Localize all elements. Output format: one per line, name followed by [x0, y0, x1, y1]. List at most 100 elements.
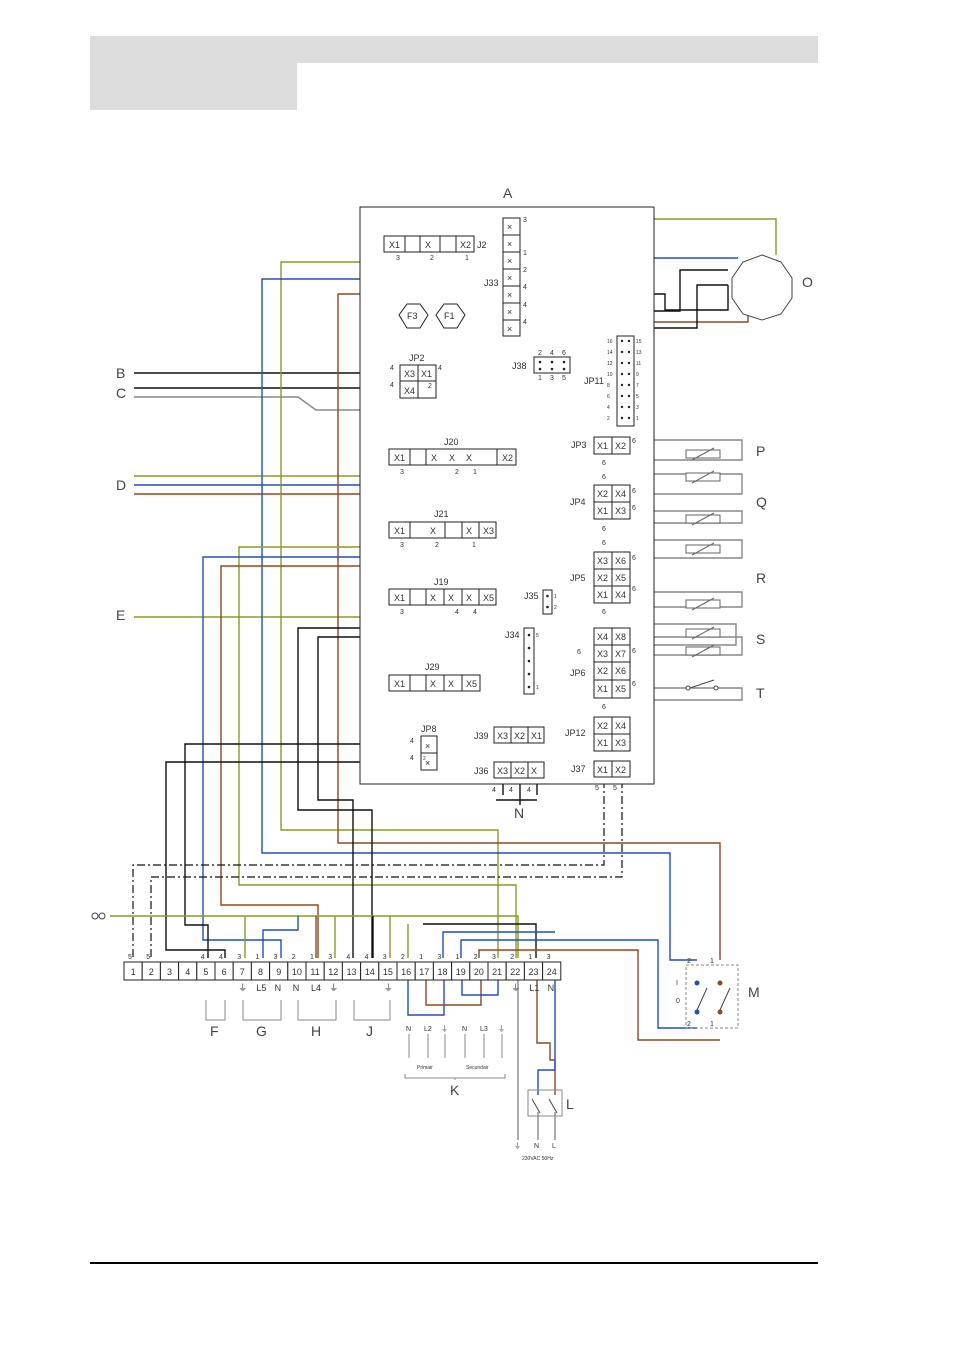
- svg-text:X1: X1: [421, 369, 432, 379]
- svg-text:6: 6: [577, 649, 581, 656]
- jp11-pin-left: 12: [607, 361, 613, 367]
- svg-text:J29: J29: [425, 662, 440, 672]
- svg-text:4: 4: [473, 609, 477, 616]
- svg-text:X: X: [430, 593, 436, 603]
- svg-text:1: 1: [710, 958, 714, 965]
- terminal-marker: 3: [274, 954, 278, 961]
- svg-text:X2: X2: [460, 240, 471, 250]
- connector-j2: X1 X X2 J2 3 2 1: [383, 235, 487, 262]
- svg-text:6: 6: [632, 505, 636, 512]
- svg-text:2: 2: [423, 756, 426, 762]
- j33-pin: ×: [507, 273, 512, 283]
- label-t: T: [756, 685, 765, 701]
- label-e: E: [116, 607, 125, 623]
- side-labels: B C D E O P Q R S T M L N: [116, 274, 813, 1112]
- terminal-number: 6: [222, 967, 227, 977]
- svg-text:X1: X1: [597, 441, 608, 451]
- svg-text:X4: X4: [404, 386, 415, 396]
- svg-text:F3: F3: [407, 311, 418, 321]
- terminal-marker: 1: [255, 954, 259, 961]
- terminal-number: 7: [240, 967, 245, 977]
- terminal-marker: 2: [292, 954, 296, 961]
- terminal-marker: 4: [201, 954, 205, 961]
- j33-marker: 4: [523, 284, 527, 291]
- svg-text:3: 3: [550, 375, 554, 382]
- svg-text:JP2: JP2: [409, 353, 425, 363]
- jp11-pin-left: 2: [607, 416, 610, 422]
- svg-text:×: ×: [425, 758, 430, 768]
- label-m: M: [748, 984, 760, 1000]
- svg-text:1: 1: [536, 685, 539, 691]
- svg-text:X2: X2: [502, 453, 513, 463]
- terminal-marker: 3: [328, 954, 332, 961]
- svg-text:6: 6: [602, 526, 606, 533]
- jp11-pin-right: 1: [636, 416, 639, 422]
- svg-text:X3: X3: [497, 731, 508, 741]
- terminal-marker: 2: [474, 954, 478, 961]
- svg-text:4: 4: [410, 755, 414, 762]
- svg-text:6: 6: [602, 540, 606, 547]
- svg-text:X6: X6: [615, 666, 626, 676]
- terminal-number: 1: [131, 967, 136, 977]
- label-p: P: [756, 443, 765, 459]
- terminal-sublabel: N: [293, 983, 300, 993]
- svg-text:X4: X4: [615, 590, 626, 600]
- terminal-marker: 3: [383, 954, 387, 961]
- earth-lug-icon: [91, 912, 106, 920]
- svg-text:J34: J34: [505, 630, 520, 640]
- terminal-number: 12: [328, 967, 338, 977]
- svg-text:4: 4: [455, 609, 459, 616]
- connector-j35: 1 2 J35: [524, 589, 557, 615]
- svg-text:X: X: [425, 240, 431, 250]
- svg-text:2: 2: [538, 350, 542, 357]
- svg-text:JP4: JP4: [570, 497, 586, 507]
- label-b: B: [116, 365, 125, 381]
- svg-text:6: 6: [602, 704, 606, 711]
- svg-text:JP6: JP6: [570, 668, 586, 678]
- earth-icon: ⏚: [511, 983, 520, 993]
- svg-text:4: 4: [410, 738, 414, 745]
- jp11-pin-left: 4: [607, 405, 610, 411]
- svg-text:X1: X1: [394, 679, 405, 689]
- svg-text:X2: X2: [615, 765, 626, 775]
- mains-switch-l: ⏚ N L 230VAC 50Hz: [514, 1089, 563, 1162]
- svg-text:X: X: [531, 766, 537, 776]
- group-h-label: H: [311, 1023, 321, 1039]
- transformer-k: N L2 N L3 ⏚ ⏚ Primair Secundair K: [404, 1025, 506, 1098]
- label-o: O: [802, 274, 813, 290]
- svg-text:X: X: [431, 453, 437, 463]
- svg-text:J39: J39: [474, 731, 489, 741]
- svg-text:4: 4: [438, 365, 442, 372]
- terminal-number: 16: [401, 967, 411, 977]
- svg-text:X1: X1: [597, 738, 608, 748]
- connector-j38: 2 4 6 1 3 5 J38: [512, 350, 571, 382]
- svg-text:X: X: [466, 526, 472, 536]
- svg-text:5: 5: [562, 375, 566, 382]
- jp11-pin-right: 3: [636, 405, 639, 411]
- svg-text:1: 1: [538, 375, 542, 382]
- svg-text:X2: X2: [514, 766, 525, 776]
- svg-text:6: 6: [632, 555, 636, 562]
- jp11-pin-left: 8: [607, 383, 610, 389]
- connector-j39: X3 X2 X1 J39: [474, 726, 545, 744]
- connector-j19: X1 X X X X5 J19 3 4 4: [388, 577, 497, 616]
- svg-text:1: 1: [472, 542, 476, 549]
- switch-m: I 0 2 1 2 1: [676, 958, 739, 1029]
- connector-jp3: X1 X2 JP3 6 6: [571, 436, 636, 467]
- svg-text:1: 1: [465, 255, 469, 262]
- jp11-pin-right: 7: [636, 383, 639, 389]
- svg-text:J19: J19: [434, 577, 449, 587]
- svg-text:X1: X1: [394, 593, 405, 603]
- svg-text:6: 6: [632, 648, 636, 655]
- svg-text:F1: F1: [444, 311, 455, 321]
- terminal-marker: 3: [237, 954, 241, 961]
- label-c: C: [116, 385, 126, 401]
- terminal-marker: 3: [492, 954, 496, 961]
- svg-text:JP5: JP5: [570, 573, 586, 583]
- svg-text:6: 6: [632, 488, 636, 495]
- header-bar: [90, 36, 818, 63]
- j33-marker: 4: [523, 302, 527, 309]
- svg-text:4: 4: [390, 365, 394, 372]
- svg-text:JP8: JP8: [421, 724, 437, 734]
